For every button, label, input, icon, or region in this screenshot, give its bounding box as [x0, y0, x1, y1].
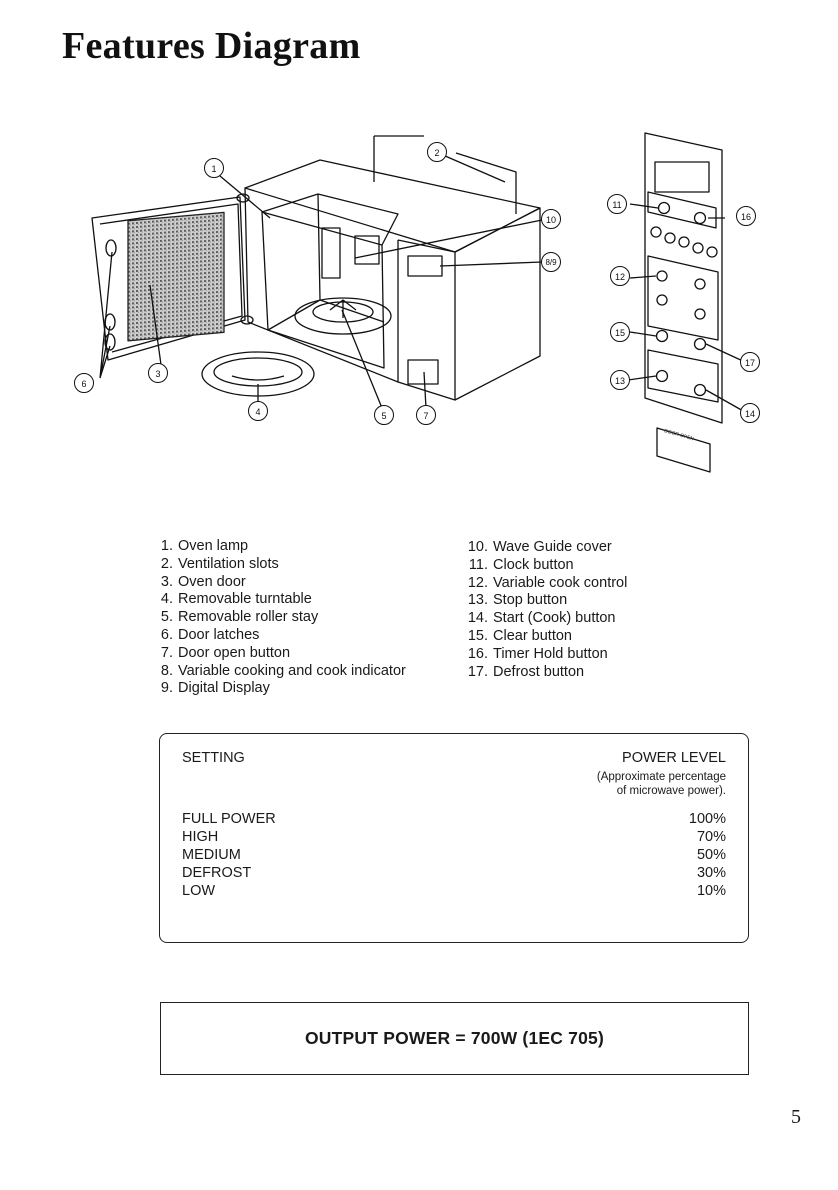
legend-item: 10.Wave Guide cover — [467, 539, 612, 555]
callout-17: 17 — [740, 352, 760, 372]
callout-14: 14 — [740, 403, 760, 423]
legend-item: 9.Digital Display — [160, 680, 270, 697]
legend-item: 17.Defrost button — [467, 663, 585, 680]
callout-8-9: 8/9 — [541, 252, 561, 272]
legend-item: 3.Oven door — [160, 573, 246, 590]
legend-item: 5.Removable roller stay — [160, 609, 319, 626]
legend-item: 16.Timer Hold button — [467, 645, 608, 662]
legend-left-column: 1.Oven lamp 2.Ventilation slots 3.Oven d… — [150, 538, 406, 698]
callout-1: 1 — [204, 158, 224, 178]
legend-item: 12.Variable cook control — [467, 574, 628, 591]
door-mesh-window — [127, 211, 225, 342]
legend-item: 8.Variable cooking and cook indicator — [160, 662, 406, 679]
legend-item: 15.Clear button — [467, 627, 572, 644]
callout-7: 7 — [416, 405, 436, 425]
callout-12: 12 — [610, 266, 630, 286]
legend-item: 6.Door latches — [160, 626, 260, 643]
callout-10: 10 — [541, 209, 561, 229]
setting-column-header: SETTING — [182, 750, 245, 766]
power-settings-table: SETTING POWER LEVEL (Approximate percent… — [159, 733, 749, 943]
page-number: 5 — [791, 1106, 801, 1128]
legend-right-column: 10.Wave Guide cover 11.Clock button 12.V… — [465, 539, 628, 681]
callout-6: 6 — [74, 373, 94, 393]
callout-13: 13 — [610, 370, 630, 390]
legend-item: 11.Clock button — [468, 556, 574, 573]
legend-item: 1.Oven lamp — [160, 538, 249, 554]
page-title: Features Diagram — [62, 25, 361, 67]
legend-item: 14.Start (Cook) button — [467, 610, 616, 627]
callout-5: 5 — [374, 405, 394, 425]
legend-item: 4.Removable turntable — [160, 591, 312, 608]
legend-item: 7.Door open button — [160, 644, 291, 661]
callout-15: 15 — [610, 322, 630, 342]
door-open-label: DOOR OPEN — [663, 428, 694, 442]
output-power-text: OUTPUT POWER = 700W (1EC 705) — [305, 1028, 604, 1048]
legend-item: 13.Stop button — [467, 592, 568, 609]
output-power-box: OUTPUT POWER = 700W (1EC 705) — [160, 1002, 749, 1075]
callout-16: 16 — [736, 206, 756, 226]
microwave-features-illustration: DOOR OPEN — [91, 132, 746, 473]
callout-11: 11 — [607, 194, 627, 214]
callout-2: 2 — [427, 142, 447, 162]
callout-3: 3 — [148, 363, 168, 383]
callout-4: 4 — [248, 401, 268, 421]
legend-item: 2.Ventilation slots — [160, 555, 279, 572]
power-level-note: (Approximate percentage of microwave pow… — [596, 771, 726, 797]
power-level-column-header: POWER LEVEL — [622, 750, 726, 766]
